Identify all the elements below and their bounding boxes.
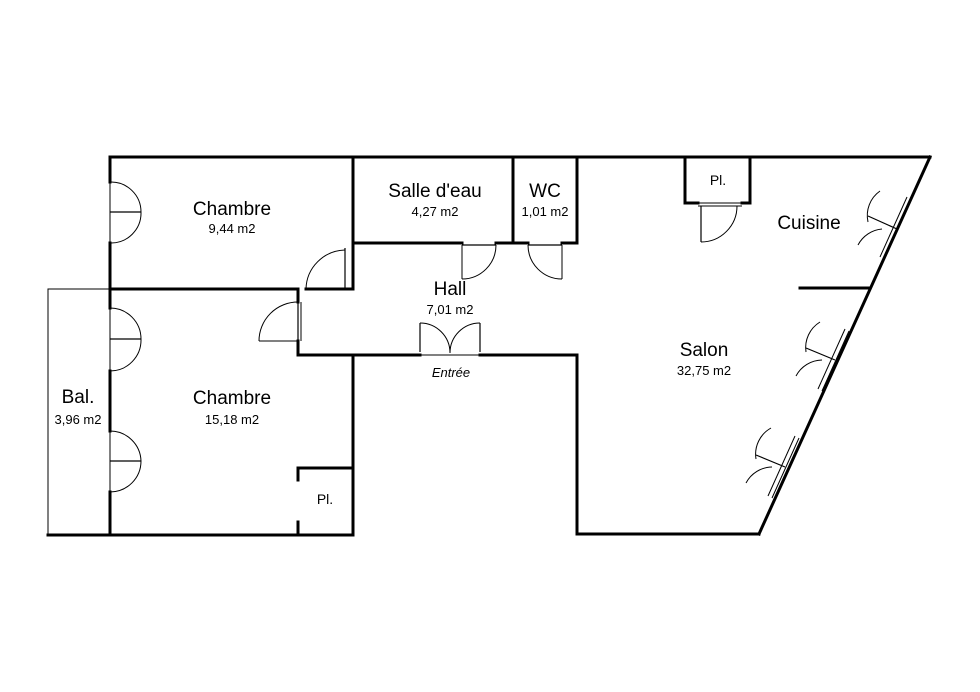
balcon-area: 3,96 m2 [54, 412, 102, 427]
salon-name: Salon [679, 340, 729, 361]
wc-name: WC [529, 181, 561, 202]
chambre1-area: 9,44 m2 [208, 221, 256, 236]
entrance-label: Entrée [431, 365, 471, 380]
salon-area: 32,75 m2 [676, 363, 732, 378]
chambre2-area: 15,18 m2 [204, 412, 260, 427]
chambre1-name: Chambre [192, 199, 272, 220]
hall-name: Hall [433, 279, 467, 300]
chambre2-name: Chambre [192, 388, 272, 409]
doors [109, 181, 912, 499]
salle-eau-door [461, 244, 497, 280]
cuisine-east-door [857, 190, 912, 260]
salle-eau-area: 4,27 m2 [411, 204, 459, 219]
balcon-name: Bal. [61, 387, 95, 408]
salon-east-door-2 [745, 427, 800, 499]
balcony-outline [46, 288, 112, 537]
chambre2-west-door-2 [109, 430, 142, 493]
chambre2-west-door-1 [109, 307, 142, 372]
chambre2-hall-door [258, 301, 302, 342]
wc-door [527, 244, 563, 280]
salle-eau-name: Salle d'eau [388, 181, 482, 202]
cuisine-placard-label: Pl. [709, 172, 727, 188]
salon-east-door-1 [795, 321, 850, 392]
chambre1-west-door [109, 181, 142, 244]
cuisine-placard-door [698, 202, 742, 243]
hall-area: 7,01 m2 [426, 302, 474, 317]
cuisine-name: Cuisine [777, 213, 841, 234]
chambre1-hall-door [305, 248, 346, 290]
walls [108, 155, 932, 537]
entrance-door [419, 322, 481, 356]
wc-area: 1,01 m2 [521, 204, 569, 219]
chambre-placard-label: Pl. [316, 491, 334, 507]
